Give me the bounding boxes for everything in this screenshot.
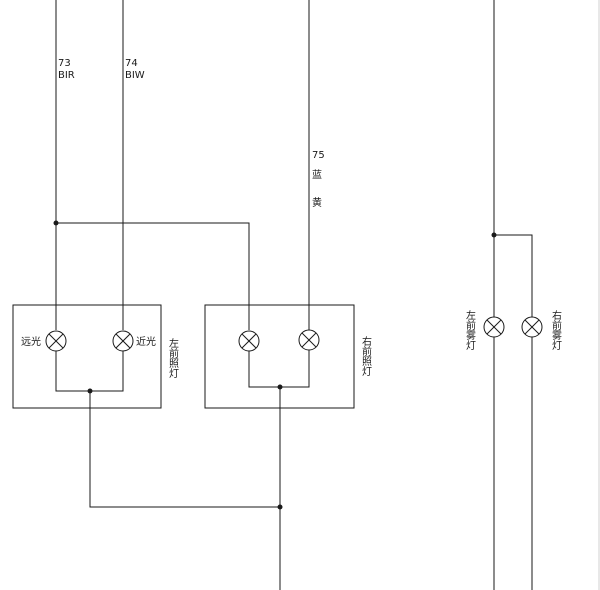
right-fog-lamp-bulb [521, 316, 543, 338]
left-headlamp-box [12, 304, 162, 409]
wire-73-color: BIR [58, 70, 75, 81]
right-headlamp-bulb-2 [298, 329, 320, 351]
wire-73-number: 73 [58, 58, 71, 69]
right-fog-lamp-label: 右前雾灯 [550, 309, 562, 351]
right-headlamp-label: 右前照灯 [360, 335, 372, 377]
wire-73-branch [56, 222, 250, 330]
left-fog-lamp-label: 左前雾灯 [464, 309, 476, 351]
left-fog-lamp-bulb [483, 316, 505, 338]
wire-75-number: 75 [312, 150, 325, 161]
fog-lamp-right-wire [494, 234, 533, 590]
left-low-beam-label: 近光 [136, 335, 156, 348]
left-headlamp-ground-loop [55, 351, 124, 392]
right-headlamp-bulb-1 [238, 330, 260, 352]
right-headlamp-ground-loop [248, 350, 310, 388]
wire-74-number: 74 [125, 58, 138, 69]
wire-74-color: BIW [125, 70, 145, 81]
ground-link-wire [89, 391, 280, 508]
left-headlamp-low-beam-bulb [112, 330, 134, 352]
wire-75-color-1: 蓝 [312, 169, 322, 181]
left-headlamp-label: 左前照灯 [167, 337, 179, 379]
left-headlamp-high-beam-bulb [45, 330, 67, 352]
left-high-beam-label: 远光 [21, 335, 41, 348]
wire-75-color-2: 黄 [312, 196, 322, 209]
